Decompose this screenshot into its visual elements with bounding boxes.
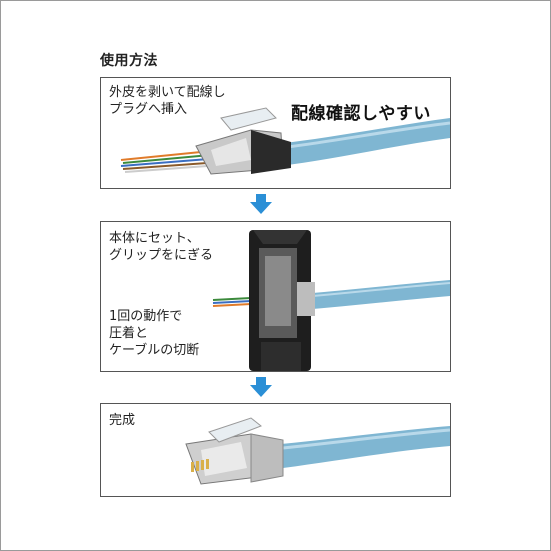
step-1-line-2: プラグへ挿入 — [109, 102, 188, 117]
cable-strip-image — [120, 107, 450, 175]
step-1-emphasis: 配線確認しやすい — [291, 104, 431, 124]
finished-plug-image — [185, 417, 450, 485]
down-arrow-icon — [250, 377, 272, 397]
step-3-line-1: 完成 — [109, 413, 136, 428]
step-2-line-2: グリップをにぎる — [109, 248, 214, 263]
step-1-line-1: 外皮を剥いて配線し — [109, 85, 226, 100]
step-3-panel: 完成 — [100, 403, 451, 497]
step-1-panel: 外皮を剥いて配線し プラグへ挿入 配線確認しやすい — [100, 77, 451, 189]
down-arrow-icon — [250, 194, 272, 214]
step-2-panel: 本体にセット、 グリップをにぎる 1回の動作で 圧着と ケーブルの切断 — [100, 221, 451, 372]
step-2-line-5: ケーブルの切断 — [109, 343, 200, 358]
crimp-tool-image — [212, 230, 450, 371]
page-title: 使用方法 — [100, 53, 158, 69]
step-2-line-3: 1回の動作で — [109, 309, 183, 324]
step-2-line-4: 圧着と — [109, 326, 149, 341]
step-2-line-1: 本体にセット、 — [109, 231, 200, 246]
